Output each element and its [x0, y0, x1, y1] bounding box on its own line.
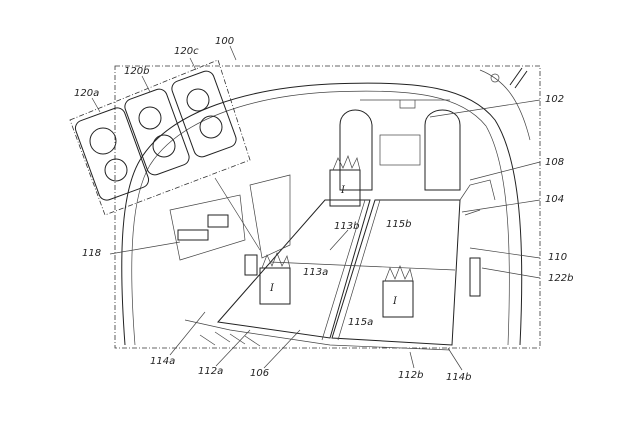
label-118: 118	[82, 248, 101, 259]
label-115b: 115b	[386, 219, 411, 230]
label-114b: 114b	[446, 372, 471, 383]
leader-lines	[91, 45, 541, 371]
label-112b: 112b	[398, 370, 423, 381]
label-122b: 122b	[548, 273, 573, 284]
svg-text:I: I	[340, 185, 346, 196]
label-114a: 114a	[150, 356, 175, 367]
label-115a: 115a	[348, 317, 373, 328]
grocery-bag-3: I	[382, 265, 414, 318]
side-panel	[169, 174, 291, 276]
label-102: 102	[545, 94, 564, 105]
label-104: 104	[545, 194, 564, 205]
label-108: 108	[545, 157, 564, 168]
right-side	[459, 179, 496, 297]
figure-frame	[114, 65, 541, 349]
label-106: 106	[250, 368, 269, 379]
label-112a: 112a	[198, 366, 223, 377]
switch-panel-detail	[69, 59, 261, 251]
vehicle-body	[121, 67, 531, 346]
label-113a: 113a	[303, 267, 328, 278]
front-seats	[339, 99, 461, 191]
svg-text:I: I	[269, 283, 275, 294]
label-113b: 113b	[334, 221, 359, 232]
grocery-bag-2: I	[259, 252, 291, 305]
label-120a: 120a	[74, 88, 99, 99]
reference-labels: 100 120c 120b 120a 102 108 104 110 122b …	[74, 36, 573, 383]
label-120b: 120b	[124, 66, 149, 77]
label-100: 100	[215, 36, 234, 47]
svg-text:I: I	[392, 296, 398, 307]
label-120c: 120c	[174, 46, 199, 57]
label-110: 110	[548, 252, 567, 263]
grocery-bag-1: I	[329, 155, 361, 207]
